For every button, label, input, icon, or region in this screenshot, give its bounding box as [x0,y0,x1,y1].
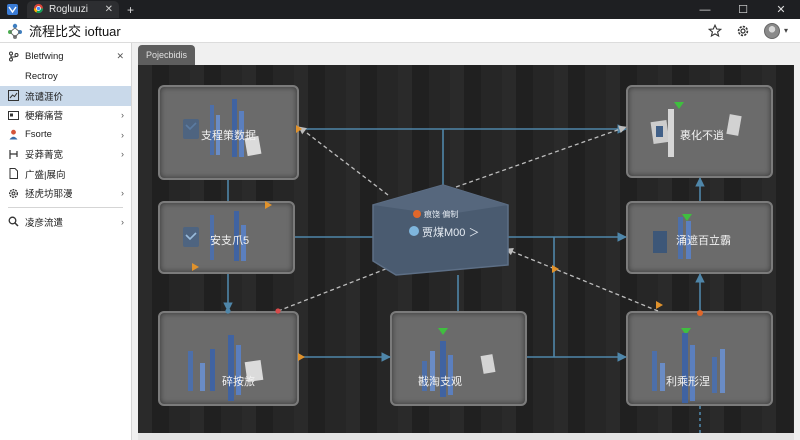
tab-project[interactable]: Pojecbidis [138,45,196,65]
search-icon [8,216,19,227]
card-icon [8,110,19,121]
app-header: 流程比交 ioftuar ▾ [0,19,800,43]
window-titlebar: Rogluuzi ✕ + — ☐ ✕ [0,0,800,19]
node-label-top-left: 支程策数据 [201,130,256,142]
close-icon[interactable]: ✕ [116,51,124,62]
new-tab-button[interactable]: + [127,2,135,17]
hub-label-line2: 贾煤M00 ＞ [422,227,480,239]
sidebar-divider [8,207,123,208]
sidebar-item-rectroy[interactable]: Rectroy [25,70,58,82]
chart-icon [8,90,19,102]
chevron-right-icon: › [121,188,124,199]
hub-node-shape [372,184,509,276]
close-window-button[interactable]: ✕ [776,4,786,16]
app-title: 流程比交 ioftuar [29,24,121,39]
canvas-statusbar [138,433,794,440]
sidebar-item-7[interactable]: 广盛|展向 [0,164,131,184]
node-top-right[interactable] [626,85,773,178]
diagram-connectors [183,99,742,433]
node-bottom-right[interactable] [626,311,773,406]
sidebar-item-active[interactable]: 流谴涯价 [0,86,131,106]
node-bottom-center[interactable] [390,311,527,406]
sidebar: Bletfwing ✕ Rectroy 流谴涯价 梗瘠痛营 › Fsorte ›… [0,43,132,440]
branch-icon [8,51,19,62]
chevron-right-icon: › [121,110,124,121]
gear-icon [8,188,19,199]
app-window-icon [5,3,19,17]
flow-icon [8,149,19,160]
node-label-top-right: 裹化不逍 [680,130,724,142]
sidebar-item-bletfwing[interactable]: Bletfwing ✕ [0,47,131,67]
star-icon[interactable] [707,23,722,38]
sidebar-item-fsorte[interactable]: Fsorte › [0,125,131,145]
hub-label-line1: 痕饶 偏制 [424,210,459,219]
node-label-mid-right: 涌遮百立霸 [676,235,731,247]
node-top-left[interactable] [158,85,299,180]
minimize-button[interactable]: — [699,3,711,16]
maximize-button[interactable]: ☐ [738,4,748,16]
tab-close-icon[interactable]: ✕ [104,4,113,15]
browser-tab[interactable]: Rogluuzi ✕ [27,1,119,18]
settings-gear-icon[interactable] [736,24,750,38]
sidebar-item-8[interactable]: 拯虎坊耶漫 › [0,184,131,204]
node-label-mid-left: 安支爪5 [210,235,250,247]
node-label-bottom-left: 碎按旅 [222,376,255,388]
node-label-bottom-right: 利乘形涅 [666,376,710,388]
sidebar-item-6[interactable]: 妥莽菁宽 › [0,145,131,165]
browser-tab-title: Rogluuzi [49,4,88,15]
node-mid-left[interactable] [158,201,295,274]
diagram-canvas[interactable]: 支程策数据 安支爪5 碎按旅 戡淘支观 裹化不逍 涌遮百立霸 利乘形涅 痕饶 偏… [138,65,794,433]
chevron-right-icon: › [121,129,124,140]
sidebar-item-search[interactable]: 凌彦流遣 › [0,212,131,232]
node-label-bottom-center: 戡淘支观 [418,376,462,388]
document-icon [8,168,19,180]
chevron-right-icon: › [121,216,124,227]
sidebar-item-4[interactable]: 梗瘠痛营 › [0,106,131,126]
app-logo-icon [8,23,22,39]
user-avatar[interactable] [763,22,780,39]
main-panel: Pojecbidis [132,43,800,440]
chevron-right-icon: › [121,149,124,160]
browser-logo-icon [33,3,44,17]
node-mid-right[interactable] [626,201,773,274]
avatar-chevron-down-icon[interactable]: ▾ [783,26,788,35]
person-icon [8,129,19,140]
